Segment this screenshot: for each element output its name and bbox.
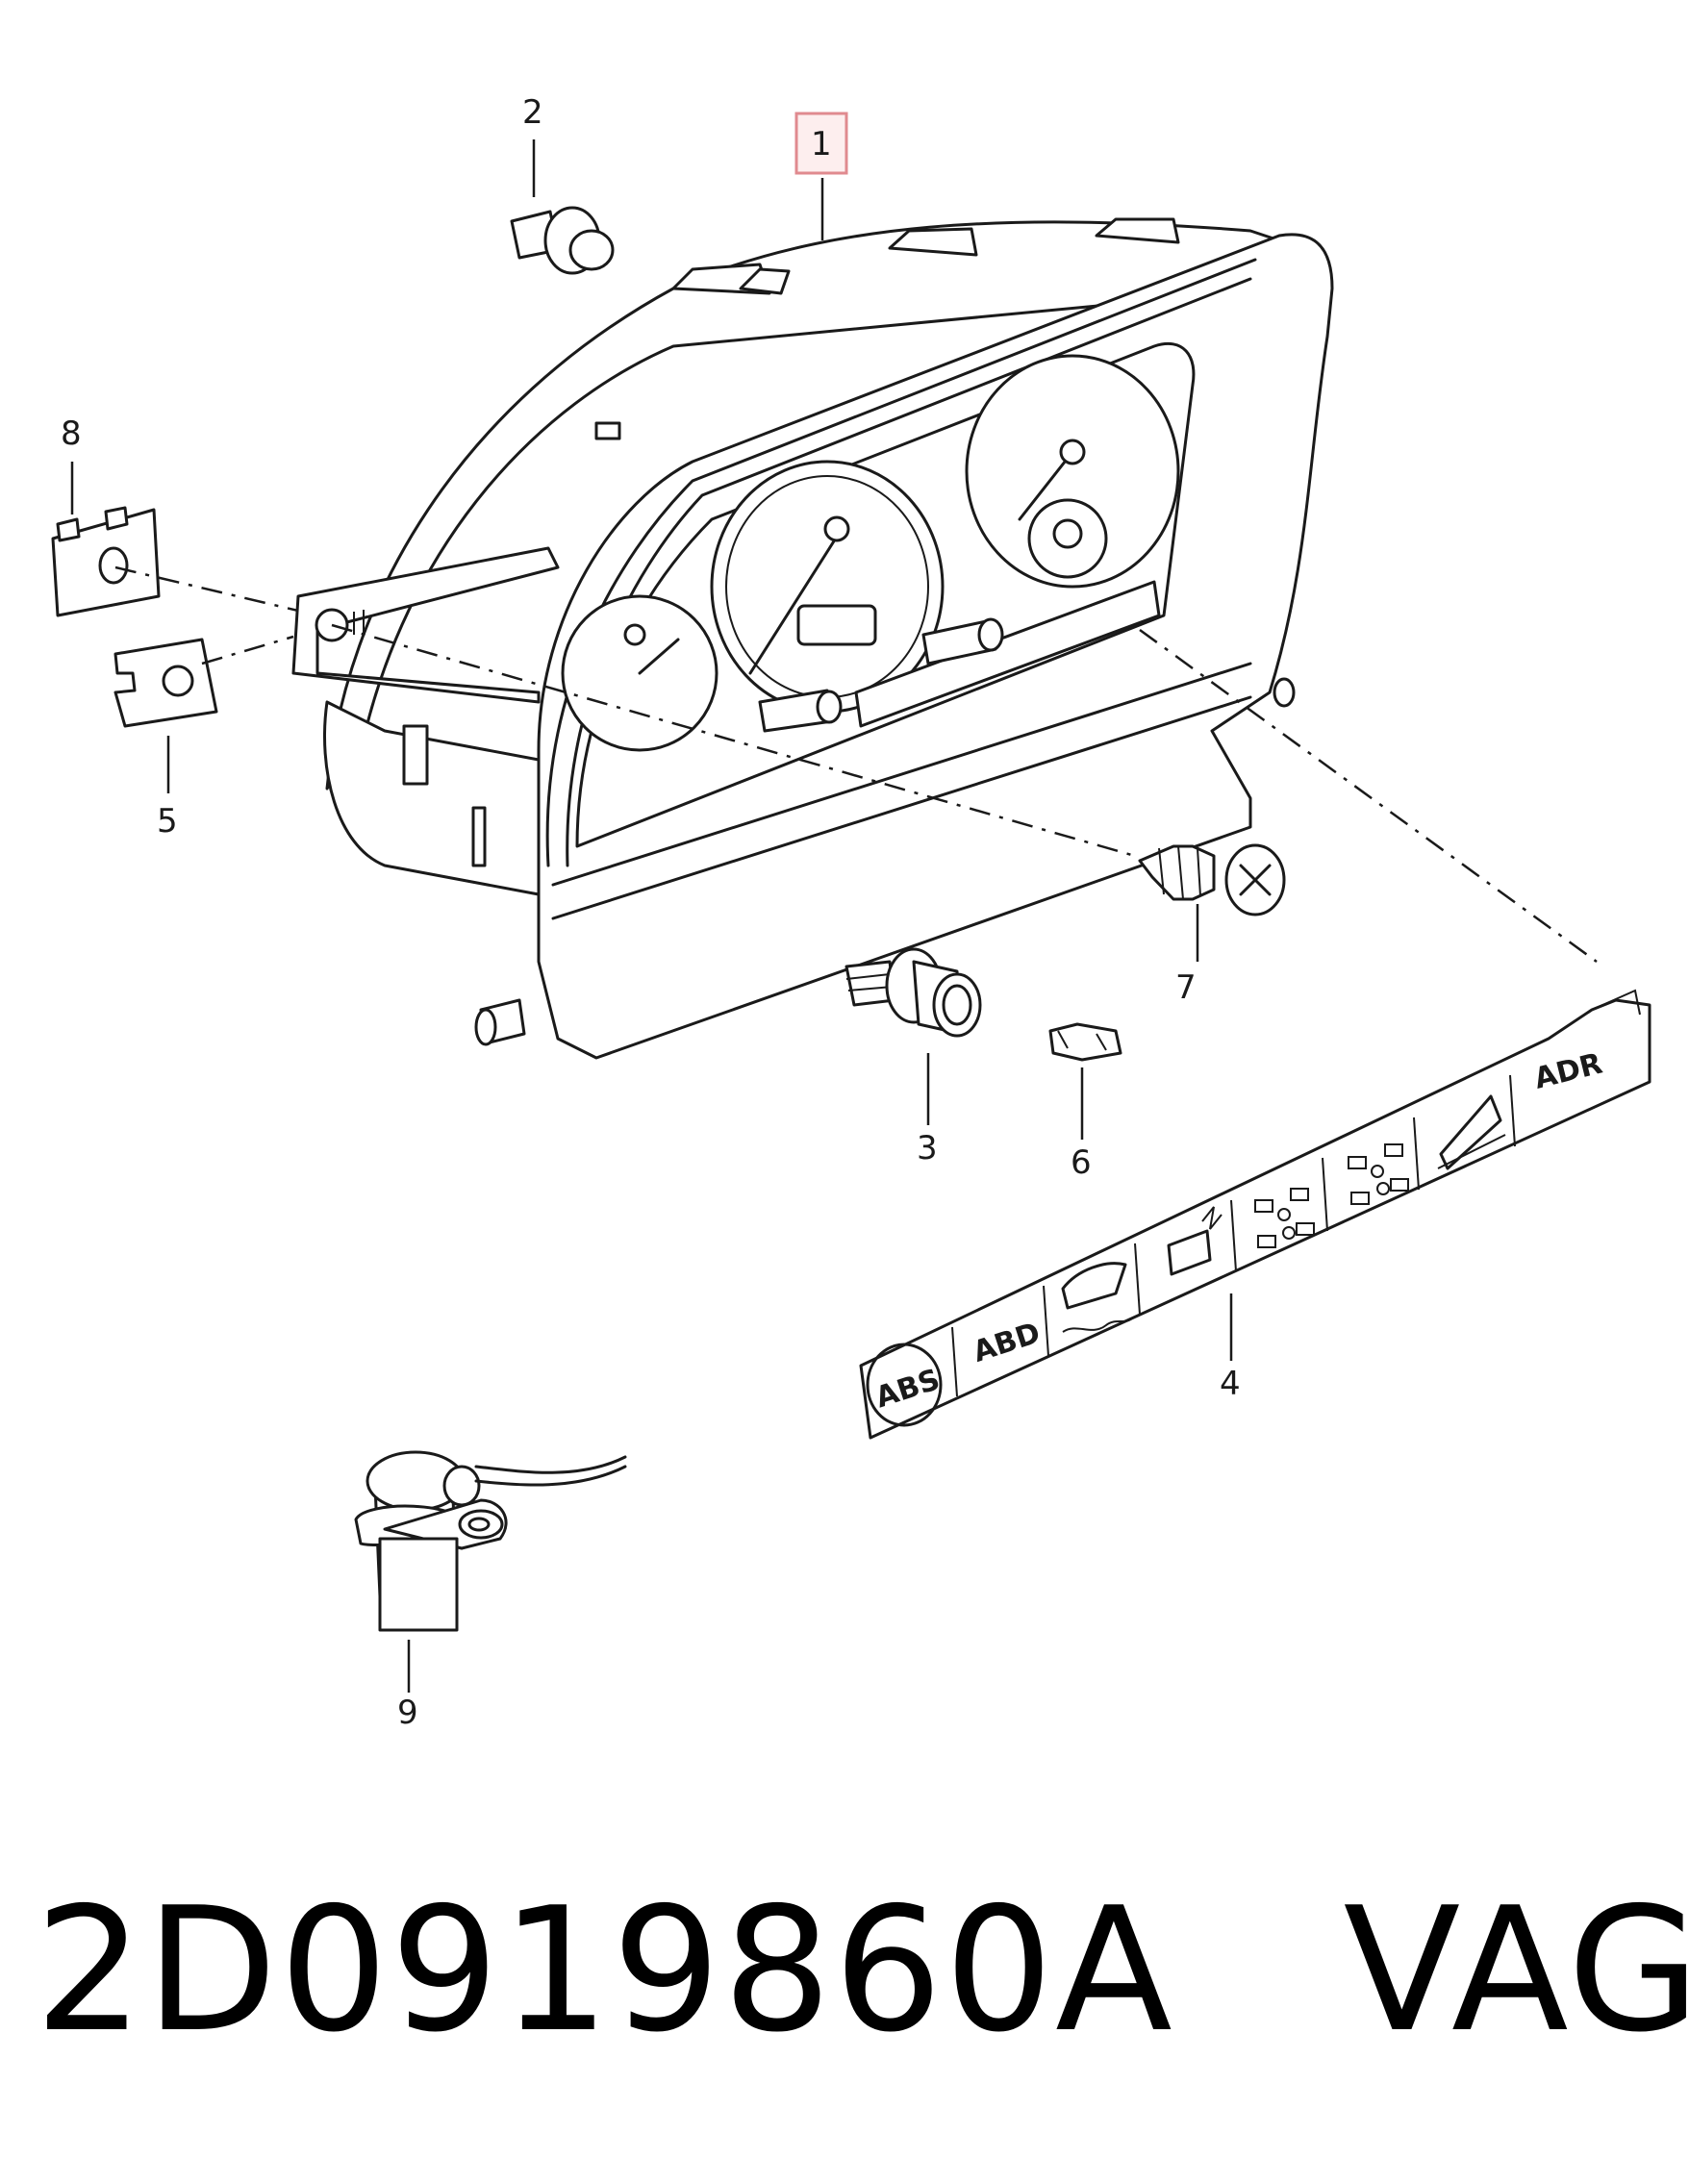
callout-2[interactable]: 2: [522, 93, 543, 132]
callout-8[interactable]: 8: [61, 414, 82, 453]
part-3-bulb-socket: [844, 947, 982, 1038]
assembly-lines: [114, 565, 1598, 964]
leader-lines: [70, 139, 1233, 1693]
part-5-speed-nut: [113, 638, 218, 728]
part-6-bulb: [1048, 1022, 1122, 1062]
callout-1-highlight: [794, 112, 848, 175]
callout-4[interactable]: 4: [1220, 1365, 1241, 1403]
part-9-sensor: [354, 1450, 627, 1632]
callout-7[interactable]: 7: [1175, 968, 1197, 1007]
callout-1[interactable]: 1: [811, 125, 832, 163]
part-4-symbol-strip: ABS ABD ADR: [859, 989, 1651, 1440]
callout-6[interactable]: 6: [1071, 1143, 1092, 1182]
part-8-clip: [51, 506, 161, 617]
part-number-label: 2D0919860A VAG: [35, 1885, 1689, 2056]
part-2-bulb-holder: [510, 206, 615, 275]
instrument-cluster: [291, 217, 1334, 1060]
part-number: 2D0919860A: [35, 1870, 1174, 2070]
brand-name: VAG: [1343, 1870, 1689, 2070]
part-7-screw: [1138, 843, 1286, 916]
callout-5[interactable]: 5: [157, 802, 178, 841]
callout-3[interactable]: 3: [917, 1129, 938, 1167]
callout-9[interactable]: 9: [397, 1694, 418, 1732]
